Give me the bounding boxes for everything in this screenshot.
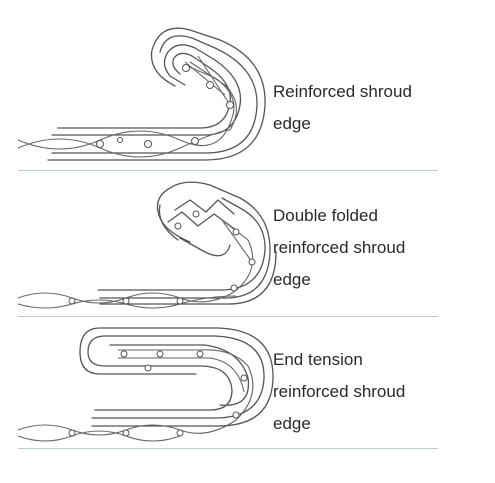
panel-label: Reinforced shroud edge [273,82,412,133]
panel-reinforced-shroud-edge: Reinforced shroud edge [0,0,495,170]
panel-divider [18,316,438,317]
panel-end-tension-shroud-edge: End tension reinforced shroud edge [17,327,406,442]
panel-divider [18,448,438,449]
panel-double-folded-shroud-edge: Double folded reinforced shroud edge [17,181,406,309]
reinforced-shroud-edge-illustration [17,27,266,161]
panel-divider [18,170,438,171]
end-tension-shroud-edge-illustration [17,327,274,442]
panel-label: Double folded reinforced shroud edge [273,206,406,289]
panel-label: End tension reinforced shroud edge [273,350,406,433]
double-folded-shroud-edge-illustration [17,181,277,309]
